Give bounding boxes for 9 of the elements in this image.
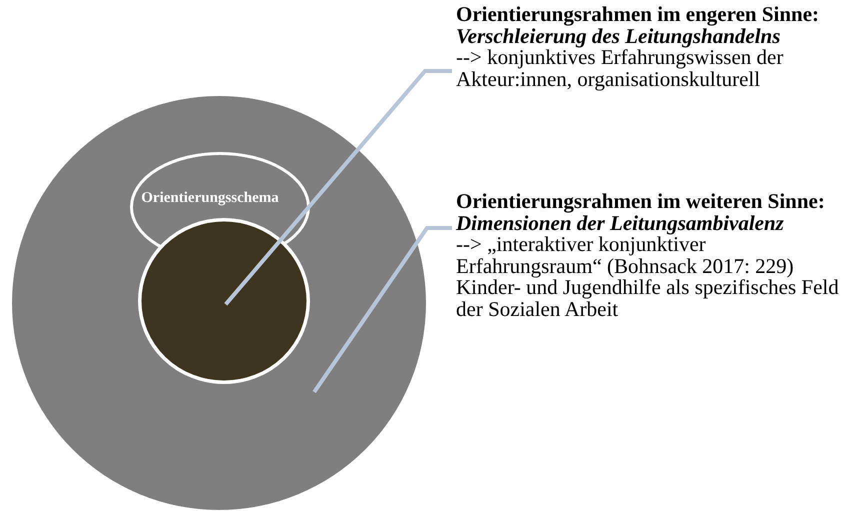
circle-label: Orientierungsschema: [140, 190, 280, 207]
subheading: Verschleierung des Leitungshandelns: [456, 26, 782, 47]
leader-line: [224, 69, 452, 306]
leader-line: [312, 226, 452, 394]
description: --> „interaktiver konjunktiver Erfahrungsraum“ (Bohnsack 2017: 229) Kinder- und Jugendhilfe als spezifisches Feld der Sozialen Arbeit: [456, 234, 840, 320]
subheading: Dimensionen der Leitungsambivalenz: [456, 212, 785, 234]
description: --> konjunktives Erfahrungswissen der Akteur:innen, organisationskulturell: [456, 47, 784, 90]
heading: Orientierungsrahmen im weiteren Sinne:: [456, 191, 826, 212]
heading: Orientierungsrahmen im engeren Sinne:: [456, 4, 820, 26]
